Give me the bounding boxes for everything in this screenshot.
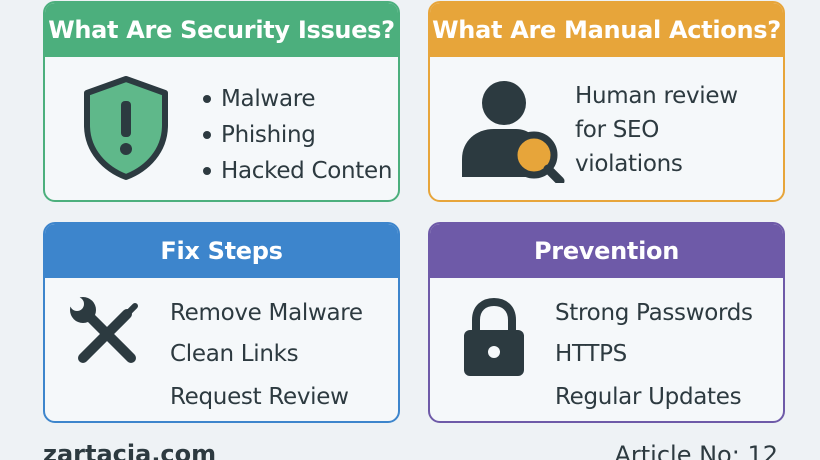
text-line: Regular Updates: [555, 384, 742, 410]
text-line: Human review: [575, 83, 738, 109]
prevention-card: Prevention Strong Passwords HTTPS Regula…: [428, 222, 785, 423]
manual-actions-body: Human review for SEO violations: [430, 57, 783, 200]
prevention-text: Strong Passwords HTTPS Regular Updates: [555, 300, 753, 421]
text-line: HTTPS: [555, 341, 627, 367]
manual-actions-text: Human review for SEO violations: [575, 83, 738, 185]
text-line: Request Review: [170, 384, 349, 410]
text-line: violations: [575, 151, 683, 177]
footer-site: zartacia.com: [43, 440, 217, 460]
text-line: for SEO: [575, 117, 660, 143]
manual-actions-title: What Are Manual Actions?: [430, 3, 783, 57]
security-issues-list: Malware Phishing Hacked Conten: [203, 81, 392, 189]
text-line: Clean Links: [170, 341, 299, 367]
list-item: Malware: [203, 81, 392, 117]
security-issues-title: What Are Security Issues?: [45, 3, 398, 57]
wrench-screwdriver-icon: [69, 296, 145, 376]
manual-actions-card: What Are Manual Actions? Human review fo…: [428, 1, 785, 202]
fix-steps-body: Remove Malware Clean Links Request Revie…: [45, 278, 398, 421]
padlock-icon: [462, 297, 526, 382]
person-magnifier-icon: [458, 73, 568, 187]
fix-steps-title: Fix Steps: [45, 224, 398, 278]
text-line: Strong Passwords: [555, 300, 753, 326]
list-item: Hacked Conten: [203, 153, 392, 189]
text-line: Remove Malware: [170, 300, 363, 326]
footer-article: Article No: 12: [614, 441, 778, 460]
list-item: Phishing: [203, 117, 392, 153]
security-issues-body: Malware Phishing Hacked Conten: [45, 57, 398, 200]
security-issues-card: What Are Security Issues? Malware Phishi…: [43, 1, 400, 202]
prevention-body: Strong Passwords HTTPS Regular Updates: [430, 278, 783, 421]
prevention-title: Prevention: [430, 224, 783, 278]
fix-steps-card: Fix Steps Remove Malware Clean Links Req…: [43, 222, 400, 423]
fix-steps-text: Remove Malware Clean Links Request Revie…: [170, 300, 363, 421]
shield-exclamation-icon: [79, 75, 173, 185]
